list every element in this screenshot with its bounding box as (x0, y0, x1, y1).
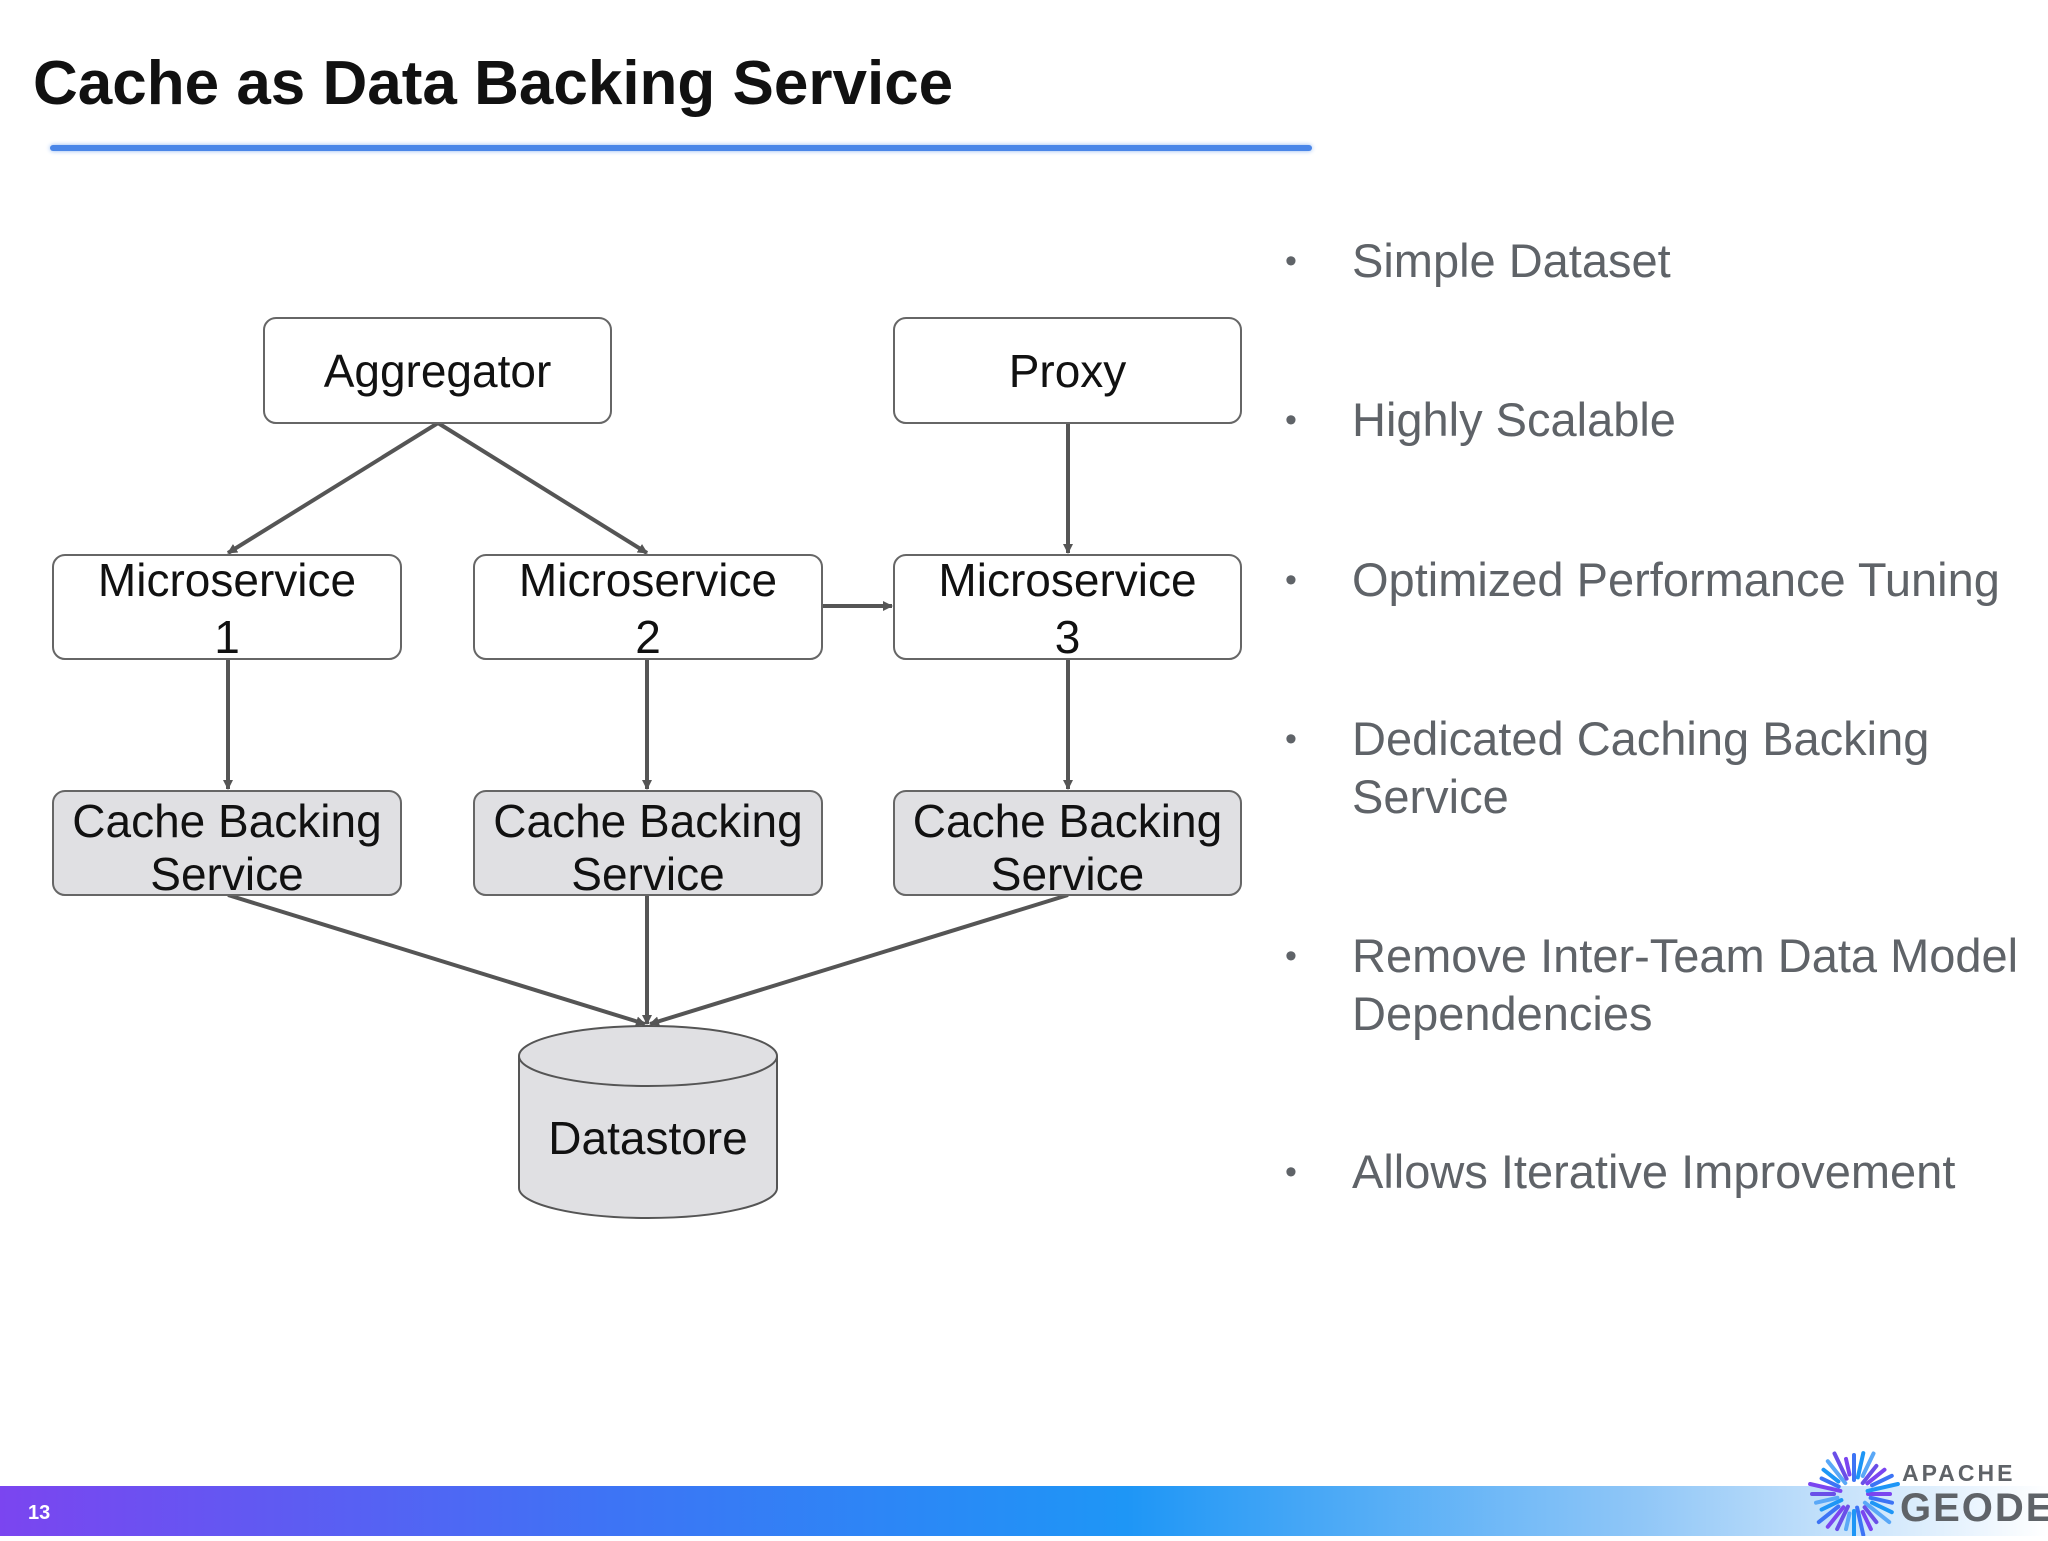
burst-ray (1819, 1498, 1844, 1512)
node-label: Service (571, 848, 724, 900)
node-label: 2 (635, 611, 661, 663)
edge-aggregator-to-ms2 (436, 421, 649, 555)
burst-ray (1819, 1476, 1841, 1489)
burst-ray (1835, 1504, 1850, 1532)
burst-ray (1825, 1459, 1848, 1486)
footer-gradient-bar (0, 1486, 2048, 1536)
burst-ray (1870, 1473, 1894, 1488)
node-label: Microservice (519, 554, 777, 606)
node-box (893, 554, 1242, 660)
node-box (893, 317, 1242, 424)
burst-ray (1808, 1482, 1843, 1493)
node-label: Proxy (1009, 345, 1127, 397)
burst-ray (1832, 1451, 1849, 1481)
burst-ray (1865, 1467, 1887, 1486)
burst-ray (1821, 1467, 1841, 1484)
node-datastore: Datastore (518, 1025, 778, 1219)
node-label: Microservice (938, 554, 1196, 606)
node-box (473, 790, 823, 896)
node-label: Service (150, 848, 303, 900)
edge-aggregator-to-ms1 (226, 421, 440, 555)
datastore-cylinder-body (518, 1056, 778, 1219)
geode-burst-icon (1808, 1451, 1900, 1541)
bullet-icon: • (1285, 561, 1297, 599)
burst-ray (1844, 1456, 1852, 1477)
node-proxy: Proxy (893, 317, 1242, 424)
burst-ray (1862, 1500, 1892, 1525)
node-label: Microservice (98, 554, 356, 606)
node-aggregator: Aggregator (263, 317, 612, 424)
node-box (473, 554, 823, 660)
bullet-icon: • (1285, 242, 1297, 280)
burst-ray (1870, 1500, 1894, 1515)
burst-ray (1860, 1510, 1873, 1532)
edge-cache1-to-datastore (227, 893, 646, 1027)
node-box (893, 790, 1242, 896)
burst-ray (1860, 1451, 1876, 1478)
bullet-icon: • (1285, 937, 1297, 975)
node-box (263, 317, 612, 424)
burst-ray (1865, 1482, 1900, 1493)
node-label: Service (991, 848, 1144, 900)
apache-geode-logo: APACHE GEODE (1808, 1448, 2048, 1541)
node-label: 3 (1055, 611, 1081, 663)
node-label: Datastore (548, 1112, 747, 1164)
burst-ray (1814, 1495, 1840, 1505)
logo-apache-text: APACHE (1902, 1460, 2016, 1486)
node-box (52, 554, 402, 660)
edge-cache3-to-datastore (649, 893, 1069, 1027)
title-underline (50, 145, 1312, 151)
bullet-icon: • (1285, 1153, 1297, 1191)
node-label: Cache Backing (913, 795, 1222, 847)
burst-ray (1855, 1451, 1866, 1480)
node-label: Aggregator (324, 345, 552, 397)
burst-ray (1816, 1504, 1841, 1525)
logo-geode-text: GEODE (1900, 1486, 2048, 1530)
burst-ray (1860, 1463, 1879, 1486)
datastore-cylinder-top (518, 1025, 778, 1087)
node-label: Cache Backing (72, 795, 381, 847)
bullet-list: •Simple Dataset •Highly Scalable •Optimi… (1285, 0, 2048, 1480)
bullet-icon: • (1285, 401, 1297, 439)
burst-ray (1862, 1505, 1879, 1525)
burst-ray (1825, 1505, 1846, 1529)
node-box (52, 790, 402, 896)
slide-title: Cache as Data Backing Service (33, 49, 954, 118)
node-label: 1 (214, 611, 240, 663)
slide-number: 13 (28, 1502, 51, 1524)
burst-ray (1855, 1505, 1866, 1537)
burst-ray (1844, 1511, 1852, 1532)
burst-ray (1868, 1495, 1894, 1505)
bullet-icon: • (1285, 720, 1297, 758)
node-label: Cache Backing (493, 795, 802, 847)
edges (223, 421, 1073, 1027)
